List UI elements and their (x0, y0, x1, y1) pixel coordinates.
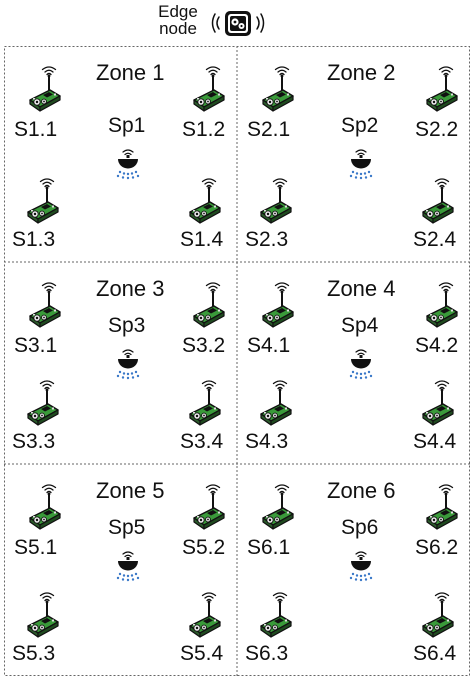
zone-6: Zone 6 S6.1 (237, 464, 470, 676)
sensor-label: S3.1 (14, 334, 58, 357)
sensor-label: S5.3 (12, 642, 56, 665)
sprinkler-label: Sp5 (108, 516, 146, 539)
zone-5: Zone 5 S5.1 (4, 464, 237, 676)
zone-2: Zone 2 S2.1 (237, 46, 470, 262)
sprinkler-label: Sp6 (341, 516, 379, 539)
sprinkler-label: Sp1 (108, 114, 146, 137)
sensor-label: S2.4 (413, 228, 457, 251)
sensor-label: S4.1 (247, 334, 291, 357)
sensor-board-icon (259, 282, 295, 330)
sensor-board-icon (419, 178, 455, 226)
sensor-label: S2.2 (415, 118, 459, 141)
zone-title: Zone 5 (96, 478, 165, 503)
sensor-label: S6.3 (245, 642, 289, 665)
sprinkler-icon (343, 548, 379, 584)
edge-node-label-line2: node (159, 19, 197, 38)
sprinkler-icon (110, 146, 146, 182)
header: Edge node (0, 0, 474, 46)
sensor-board-icon (24, 592, 60, 640)
sensor-board-icon (257, 592, 293, 640)
sensor-label: S3.3 (12, 430, 56, 453)
zone-title: Zone 2 (327, 60, 396, 85)
sprinkler-label: Sp2 (341, 114, 379, 137)
sensor-label: S6.4 (413, 642, 457, 665)
zone-title: Zone 6 (327, 478, 396, 503)
sensor-label: S1.2 (182, 118, 226, 141)
sensor-label: S5.4 (180, 642, 224, 665)
sensor-board-icon (423, 66, 459, 114)
sensor-label: S6.2 (415, 536, 459, 559)
sprinkler-icon (110, 548, 146, 584)
zone-grid-lines (4, 46, 470, 676)
edge-node-label-line1: Edge (158, 2, 198, 21)
sensor-label: S1.3 (12, 228, 56, 251)
sensor-label: S3.4 (180, 430, 224, 453)
sensor-board-icon (423, 484, 459, 532)
sensor-board-icon (257, 178, 293, 226)
sensor-board-icon (190, 484, 226, 532)
zone-title: Zone 4 (327, 276, 396, 301)
sensor-board-icon (190, 282, 226, 330)
zone-1: Zone 1 S1.1 (4, 46, 237, 262)
sensor-label: S3.2 (182, 334, 226, 357)
zone-grid: Zone 1 S1.1 (4, 46, 470, 676)
sensor-label: S2.3 (245, 228, 289, 251)
sensor-label: S2.1 (247, 118, 291, 141)
edge-gateway-icon (211, 11, 265, 36)
sensor-board-icon (419, 592, 455, 640)
sensor-label: S4.2 (415, 334, 459, 357)
sprinkler-icon (343, 346, 379, 382)
sensor-board-icon (26, 484, 62, 532)
sensor-board-icon (26, 66, 62, 114)
sensor-label: S1.1 (14, 118, 58, 141)
sensor-board-icon (257, 380, 293, 428)
sensor-label: S4.3 (245, 430, 289, 453)
sensor-board-icon (186, 178, 222, 226)
sprinkler-icon (110, 346, 146, 382)
sensor-label: S6.1 (247, 536, 291, 559)
zone-4: Zone 4 S4.1 (237, 262, 470, 464)
sprinkler-label: Sp3 (108, 314, 146, 337)
sensor-board-icon (24, 380, 60, 428)
sensor-board-icon (186, 592, 222, 640)
sprinkler-label: Sp4 (341, 314, 379, 337)
sensor-label: S5.2 (182, 536, 226, 559)
sensor-label: S5.1 (14, 536, 58, 559)
sensor-board-icon (419, 380, 455, 428)
sprinkler-icon (343, 146, 379, 182)
sensor-label: S1.4 (180, 228, 224, 251)
sensor-board-icon (259, 484, 295, 532)
sensor-board-icon (259, 66, 295, 114)
sensor-label: S4.4 (413, 430, 457, 453)
sensor-board-icon (26, 282, 62, 330)
zone-3: Zone 3 S3.1 (4, 262, 237, 464)
sensor-board-icon (423, 282, 459, 330)
edge-node-label: Edge node (150, 3, 206, 37)
zone-title: Zone 1 (96, 60, 165, 85)
sensor-board-icon (186, 380, 222, 428)
sensor-board-icon (190, 66, 226, 114)
sensor-board-icon (24, 178, 60, 226)
zone-title: Zone 3 (96, 276, 165, 301)
